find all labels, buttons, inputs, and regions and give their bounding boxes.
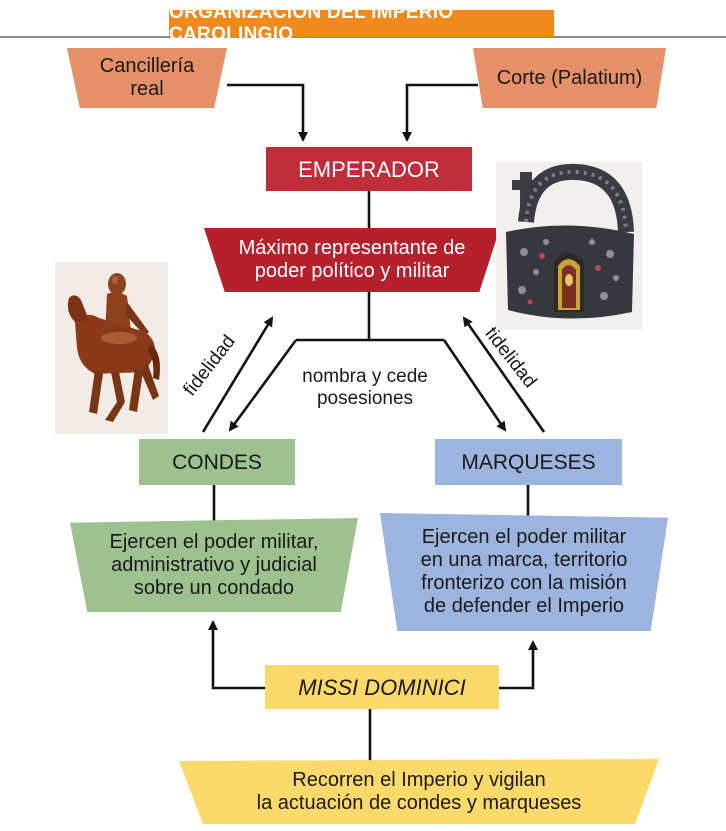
node-label: Cancillería	[99, 55, 195, 77]
node-label: de defender el Imperio	[423, 595, 625, 617]
node-label: administrativo y judicial	[111, 553, 317, 576]
node-label: EMPERADOR	[298, 156, 440, 182]
node-condes: CONDES	[139, 439, 295, 485]
node-corte: Corte (Palatium)	[473, 48, 666, 108]
node-label: Ejercen el poder militar,	[109, 530, 319, 553]
arrow-fidelidad-left	[201, 316, 274, 433]
node-label: MISSI DOMINICI	[298, 674, 466, 700]
arrow-corte-emperador	[402, 83, 478, 142]
node-missi-dominici: MISSI DOMINICI	[265, 665, 499, 709]
edge-label-line: posesiones	[316, 388, 414, 409]
arrow-missi-condes	[208, 620, 265, 690]
arrow-fidelidad-right	[462, 316, 546, 433]
node-label: CONDES	[172, 450, 262, 474]
arrow-missi-marqueses	[499, 640, 538, 690]
arrow-cancilleria-emperador	[227, 83, 308, 142]
title-rule	[0, 36, 726, 38]
arrow-to-condes	[228, 339, 298, 432]
node-label: MARQUESES	[461, 450, 596, 474]
line-maximo-split	[296, 292, 371, 342]
crown-image	[496, 162, 642, 330]
edge-label-line: nombra y cede	[302, 366, 428, 387]
node-label: Ejercen el poder militar	[421, 526, 627, 548]
node-label: real	[130, 78, 164, 100]
node-label: sobre un condado	[133, 576, 295, 599]
node-emperador: EMPERADOR	[266, 147, 472, 191]
equestrian-statue-image	[55, 262, 168, 434]
node-label: en una marca, territorio	[420, 549, 628, 571]
node-condes-desc: Ejercen el poder militar,administrativo …	[70, 518, 358, 612]
node-label: Recorren el Imperio y vigilan	[292, 768, 546, 791]
node-label: Corte (Palatium)	[496, 66, 643, 89]
node-label: Máximo representante de	[238, 237, 466, 259]
arrow-to-marqueses	[442, 339, 507, 432]
node-marqueses: MARQUESES	[435, 439, 622, 485]
node-label: fronterizo con la misión	[421, 572, 627, 594]
node-label: poder político y militar	[254, 260, 450, 282]
node-label: la actuación de condes y marqueses	[256, 791, 582, 814]
